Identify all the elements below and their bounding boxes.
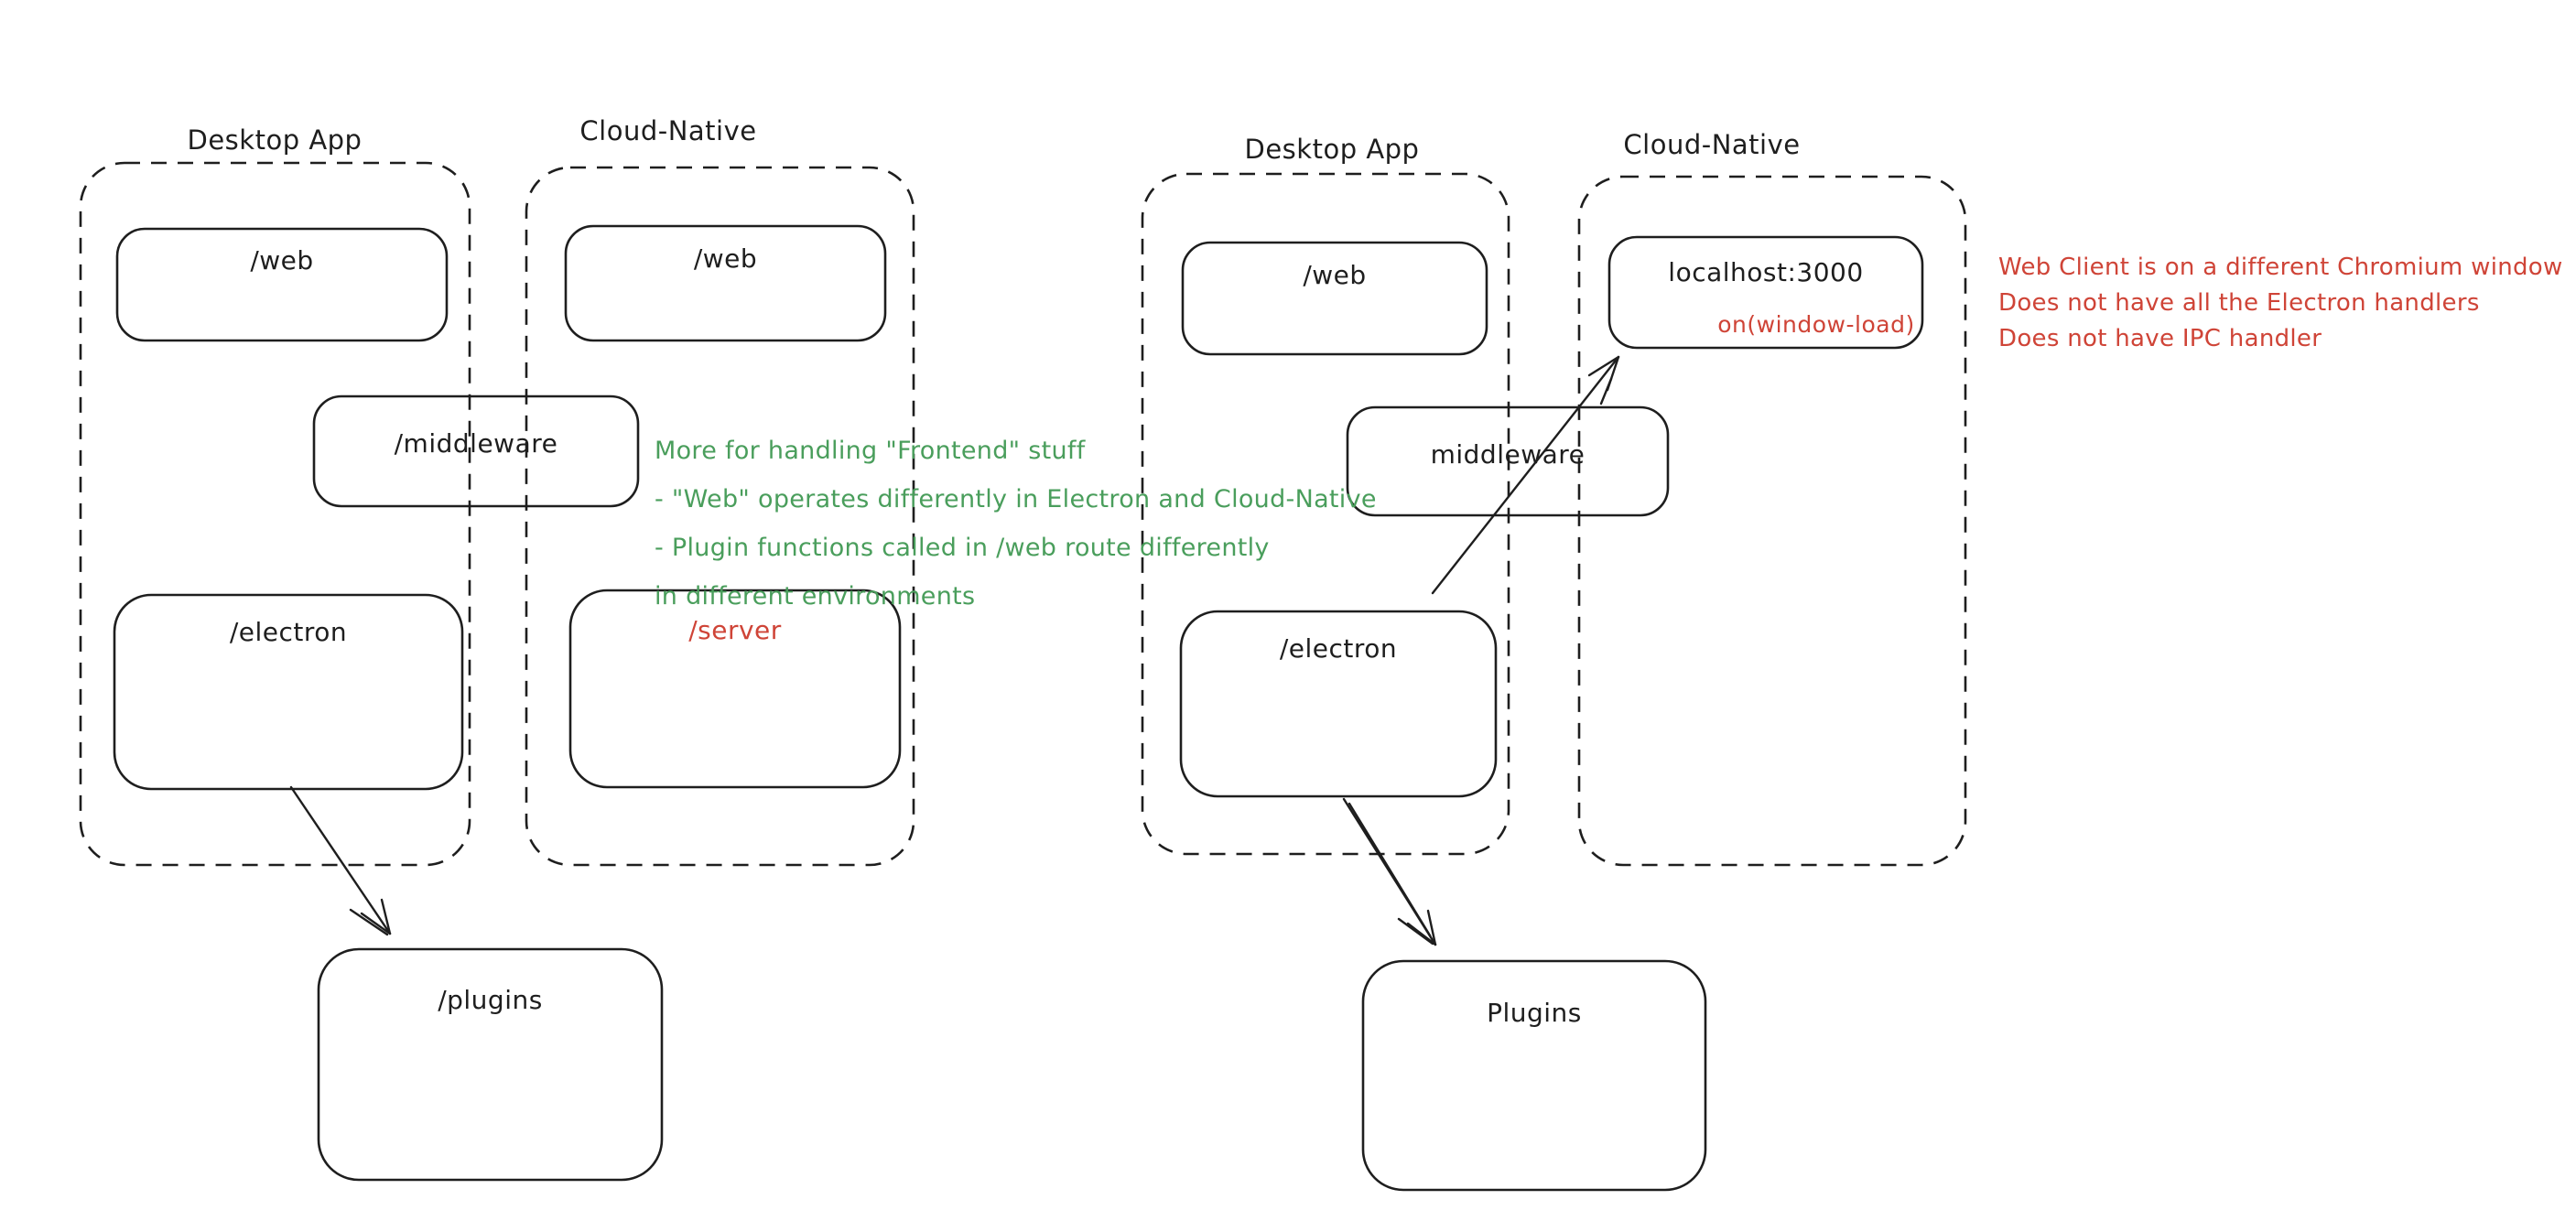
label-right-plugins: Plugins [1487, 998, 1582, 1028]
container-left-cloud-native [525, 166, 915, 867]
label-left-server: /server [688, 615, 782, 645]
annotation-green-line-4: in different environments [655, 582, 976, 611]
label-left-middleware: /middleware [394, 428, 558, 459]
box-left-web-cloud [564, 224, 887, 342]
annotation-red-line-2: Does not have all the Electron handlers [1998, 289, 2480, 317]
box-right-web [1181, 241, 1488, 356]
title-left-cloud-native: Cloud-Native [579, 115, 757, 146]
box-right-plugins [1361, 959, 1707, 1192]
box-right-middleware [1346, 405, 1670, 517]
box-left-server [568, 589, 902, 789]
label-left-web-cloud: /web [693, 243, 758, 274]
annotation-red-line-1: Web Client is on a different Chromium wi… [1998, 254, 2563, 281]
arrow-electron-to-plugins-right [1342, 797, 1437, 946]
box-left-web-desktop [115, 227, 449, 342]
annotation-red-line-3: Does not have IPC handler [1998, 325, 2322, 352]
box-left-middleware [312, 394, 640, 508]
label-left-electron: /electron [229, 617, 348, 647]
label-right-middleware: middleware [1430, 439, 1586, 470]
label-left-plugins: /plugins [438, 985, 543, 1015]
annotation-green-line-1: More for handling "Frontend" stuff [655, 437, 1086, 465]
annotation-red-web-client-note: Web Client is on a different Chromium wi… [1998, 250, 2563, 357]
box-right-electron [1179, 610, 1498, 798]
label-right-electron: /electron [1279, 633, 1398, 664]
title-left-desktop-app: Desktop App [187, 124, 363, 156]
label-right-on-window-load: on(window-load) [1717, 311, 1915, 338]
title-right-desktop-app: Desktop App [1244, 134, 1420, 165]
container-left-desktop-app [79, 161, 471, 867]
box-left-plugins [317, 947, 664, 1182]
box-right-localhost [1607, 235, 1924, 350]
label-left-web-desktop: /web [250, 245, 314, 276]
box-left-electron [113, 593, 464, 791]
arrow-electron-to-localhost-right [1431, 355, 1620, 595]
annotation-green-frontend-note: More for handling "Frontend" stuff - "We… [655, 427, 1377, 621]
label-right-localhost: localhost:3000 [1668, 257, 1864, 287]
container-right-cloud-native [1577, 175, 1967, 867]
annotation-green-line-2: - "Web" operates differently in Electron… [655, 485, 1377, 513]
label-right-web: /web [1303, 260, 1367, 290]
annotation-green-line-3: - Plugin functions called in /web route … [655, 534, 1270, 562]
title-right-cloud-native: Cloud-Native [1623, 129, 1801, 160]
container-right-desktop-app [1141, 172, 1510, 856]
arrow-electron-to-plugins-left [289, 785, 392, 936]
